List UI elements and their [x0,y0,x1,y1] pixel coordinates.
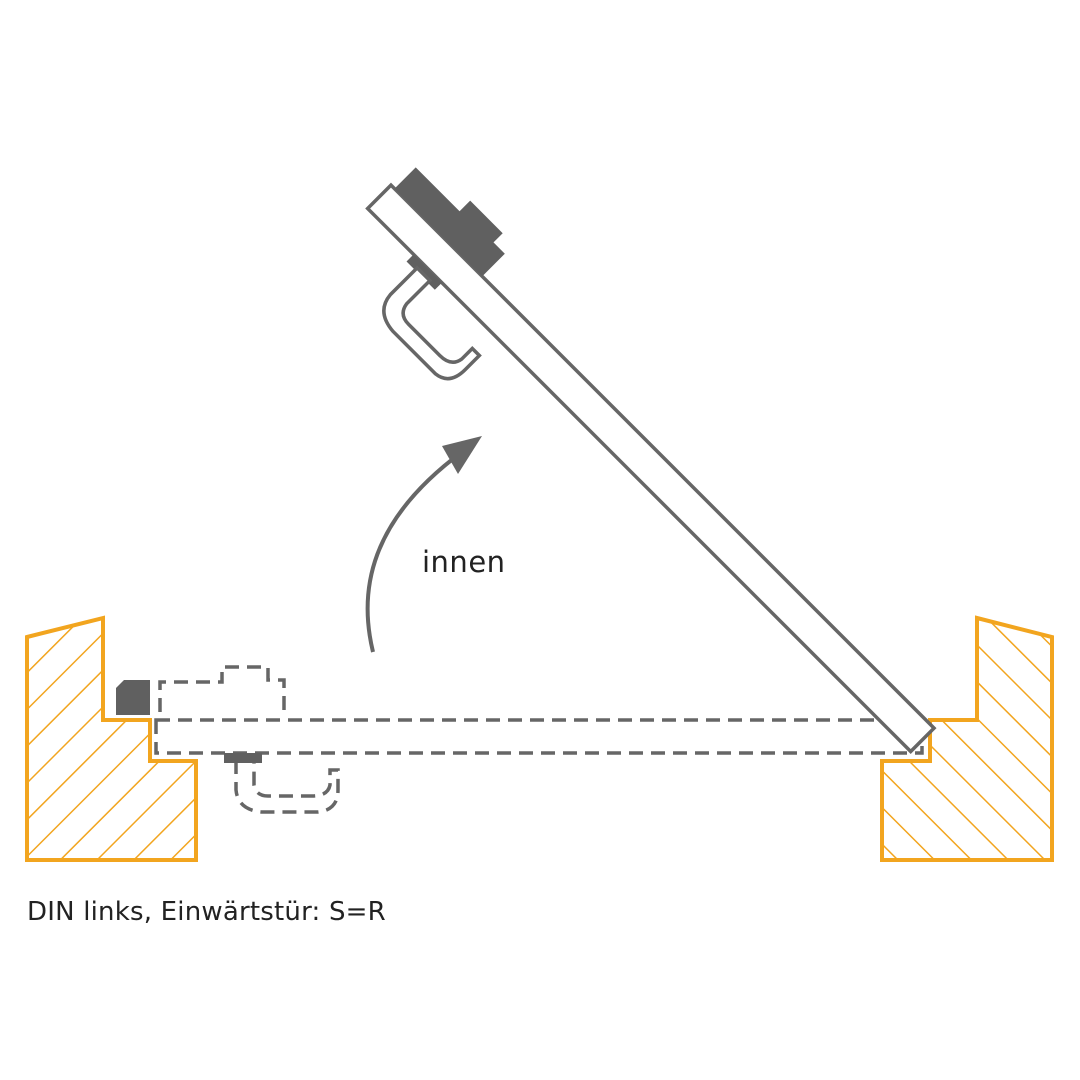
open-door-leaf [365,167,937,754]
diagram-caption: DIN links, Einwärtstür: S=R [27,897,386,927]
closed-door-strike-plate [116,680,150,715]
closed-door-handle-base [224,753,262,763]
left-wall [25,615,198,862]
direction-label: innen [422,545,506,579]
closed-door-outline [154,665,924,814]
curved-arrow-icon [365,436,482,653]
right-wall [880,615,1054,862]
